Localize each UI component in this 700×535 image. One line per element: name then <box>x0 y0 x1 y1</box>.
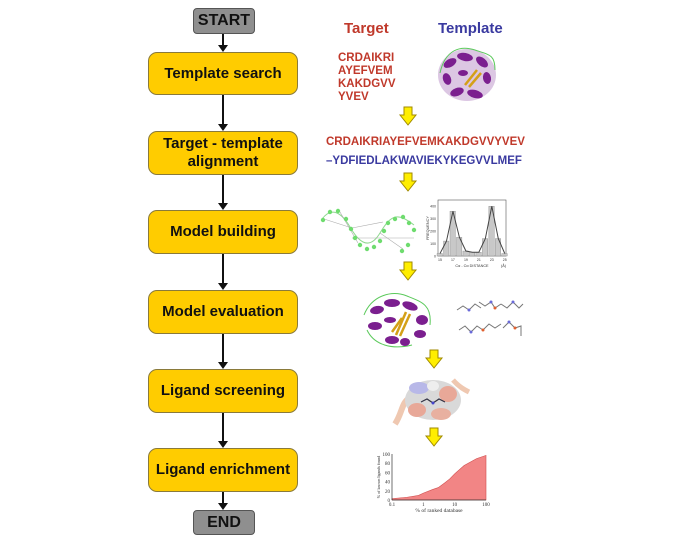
start-label: START <box>197 12 251 29</box>
y-tick-label: 40 <box>385 481 391 486</box>
docking-surface-structure <box>392 378 471 426</box>
step-ligand-screening: Ligand screening <box>148 369 298 413</box>
y-tick-label: 60 <box>385 471 391 476</box>
x-tick-label: 25 <box>503 258 507 262</box>
arrowhead <box>218 362 228 369</box>
distance-restraints-diagram <box>320 208 417 254</box>
y-tick-label: 0 <box>434 255 436 259</box>
arrowhead <box>218 283 228 290</box>
yellow-arrow-icon <box>398 172 418 192</box>
y-axis-label: % of known ligands found <box>376 456 381 498</box>
yellow-arrow-icon <box>398 261 418 281</box>
y-tick-label: 300 <box>430 217 436 221</box>
arrowhead <box>218 45 228 52</box>
x-tick-label: 100 <box>482 503 490 508</box>
x-tick-label: 17 <box>451 258 455 262</box>
step-label: Model building <box>170 223 276 240</box>
alignment-template-sequence: –YDFIEDLAKWAVIEKYKEGVVLMEF <box>326 155 522 167</box>
step-label: Template search <box>164 64 282 82</box>
yellow-arrow-icon <box>424 427 444 447</box>
x-tick-label: 21 <box>477 258 481 262</box>
arrowhead <box>218 503 228 510</box>
fit-curve <box>439 206 506 254</box>
step-template-search: Template search <box>148 52 298 95</box>
yellow-arrow-icon <box>424 349 444 369</box>
template-protein-structure <box>438 47 496 101</box>
x-unit-label: (Å) <box>501 263 507 268</box>
step-model-building: Model building <box>148 210 298 254</box>
sequence-line: AYEFVEM <box>338 65 393 77</box>
sequence-line: CRDAIKRI <box>338 52 395 64</box>
model-protein-structure <box>363 293 431 348</box>
step-model-evaluation: Model evaluation <box>148 290 298 334</box>
histogram-bar <box>482 238 488 257</box>
step-label: Ligand enrichment <box>155 461 291 478</box>
connector <box>222 492 224 504</box>
yellow-arrow-icon <box>398 106 418 126</box>
arrowhead <box>218 124 228 131</box>
connector <box>222 175 224 204</box>
histogram-bar <box>443 240 450 257</box>
target-heading: Target <box>344 20 389 37</box>
arrowhead <box>218 441 228 448</box>
sequence-line: KAKDGVV <box>338 78 396 90</box>
step-target-template-alignment: Target - template alignment <box>148 131 298 175</box>
histogram-bar <box>475 252 482 257</box>
histogram-bar <box>501 253 508 257</box>
arrowhead <box>218 203 228 210</box>
y-tick-label: 400 <box>430 205 436 209</box>
y-axis-label: FREQUENCY <box>426 216 430 240</box>
end-node: END <box>193 510 255 535</box>
alignment-target-sequence: CRDAIKRIAYEFVEMKAKDGVVYVEV <box>326 136 525 148</box>
y-tick-label: 80 <box>385 462 391 467</box>
end-label: END <box>207 513 241 531</box>
histogram-bar <box>469 252 476 257</box>
connector <box>222 95 224 125</box>
distance-histogram-chart: 0 100 200 300 400 15 17 19 21 23 25 Cα - Cα DISTANC… <box>426 199 508 268</box>
start-node: START <box>193 8 255 34</box>
y-tick-label: 200 <box>430 230 436 234</box>
x-tick-label: 19 <box>464 258 468 262</box>
connector <box>222 334 224 363</box>
step-label: Model evaluation <box>162 303 284 320</box>
histogram-bar <box>436 253 443 257</box>
connector <box>222 254 224 284</box>
step-label: Ligand screening <box>160 382 286 399</box>
enrichment-area <box>391 454 487 501</box>
y-tick-label: 100 <box>383 453 391 458</box>
ligand-molecules <box>456 300 524 336</box>
x-tick-label: 1 <box>422 503 425 508</box>
step-ligand-enrichment: Ligand enrichment <box>148 448 298 492</box>
x-tick-label: 23 <box>490 258 494 262</box>
x-tick-label: 0.1 <box>389 503 396 508</box>
template-heading: Template <box>438 20 503 37</box>
step-label: Target - template alignment <box>163 135 283 170</box>
x-tick-label: 15 <box>438 258 442 262</box>
connector <box>222 34 224 46</box>
enrichment-curve-chart: 0 20 40 60 80 100 0.1 1 10 100 % of ranked databas… <box>376 453 490 514</box>
sequence-line: YVEV <box>338 91 369 103</box>
connector <box>222 413 224 442</box>
y-tick-label: 20 <box>385 490 391 495</box>
target-sequence: CRDAIKRI AYEFVEM KAKDGVV YVEV <box>338 52 396 104</box>
x-tick-label: 10 <box>452 503 458 508</box>
x-axis-label: Cα - Cα DISTANCE <box>455 264 489 268</box>
y-tick-label: 100 <box>430 242 436 246</box>
x-axis-label: % of ranked database <box>415 507 463 514</box>
y-tick-label: 0 <box>388 499 391 504</box>
